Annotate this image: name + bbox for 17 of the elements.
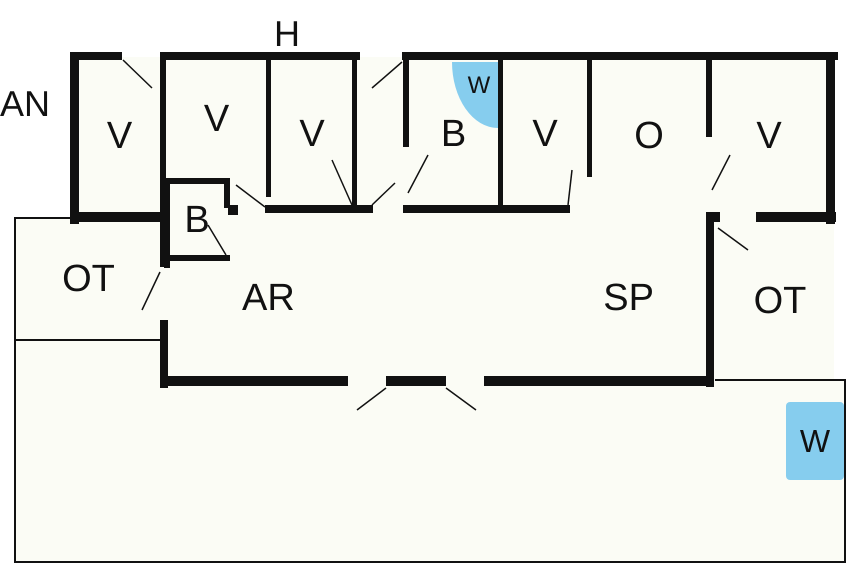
- room-label: OT: [754, 282, 806, 320]
- room-label: V: [756, 117, 782, 155]
- room-label: AR: [242, 279, 295, 317]
- room-label: V: [299, 114, 325, 152]
- room-label: V: [532, 114, 558, 152]
- plan-label: AN: [0, 86, 50, 122]
- room-label: O: [634, 117, 664, 155]
- fixture-block: [786, 402, 844, 480]
- room-label: OT: [62, 260, 115, 298]
- room-label: V: [106, 117, 132, 155]
- plan-label: H: [274, 16, 300, 52]
- room-label: W: [468, 74, 490, 98]
- room-label: V: [204, 100, 230, 138]
- room-label: SP: [603, 279, 654, 317]
- room-label: B: [184, 200, 210, 238]
- room-label: W: [800, 425, 830, 457]
- room-label: B: [440, 114, 466, 152]
